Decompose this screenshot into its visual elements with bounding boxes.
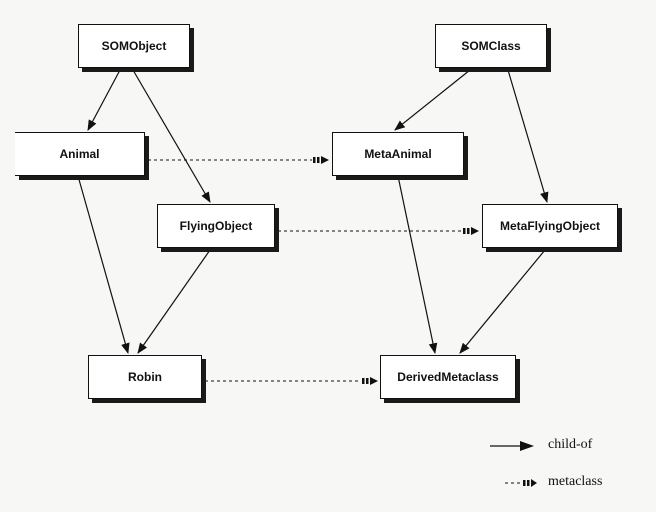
edge-metaflyingobject-derivedmetaclass [459,249,546,354]
edge-flyingobject-robin [137,249,211,354]
node-flyingobject: FlyingObject [157,204,275,248]
node-somclass: SOMClass [435,24,547,68]
node-metaanimal: MetaAnimal [332,132,464,176]
node-animal: Animal [15,132,145,176]
edge-somclass-metaanimal [394,69,471,131]
legend-child-of-arrow [490,441,534,451]
legend-child-of-label: child-of [548,437,593,452]
legend-metaclass-arrow [505,479,537,487]
legend-metaclass-label: metaclass [548,474,603,489]
edge-somclass-metaflyingobject [507,69,549,204]
edge-metaanimal-derivedmetaclass [397,175,438,355]
edge-somobject-flyingobject [132,69,211,203]
metaclass-edge-animal [148,156,329,164]
metaclass-edge-flyingobject [278,227,479,235]
metaclass-edge-robin [205,377,378,385]
node-robin: Robin [88,355,202,399]
node-metaflyingobject: MetaFlyingObject [482,204,618,248]
edge-somobject-animal [87,69,121,131]
node-derivedmetaclass: DerivedMetaclass [380,355,516,399]
edge-animal-robin [77,175,130,355]
node-somobject: SOMObject [78,24,190,68]
